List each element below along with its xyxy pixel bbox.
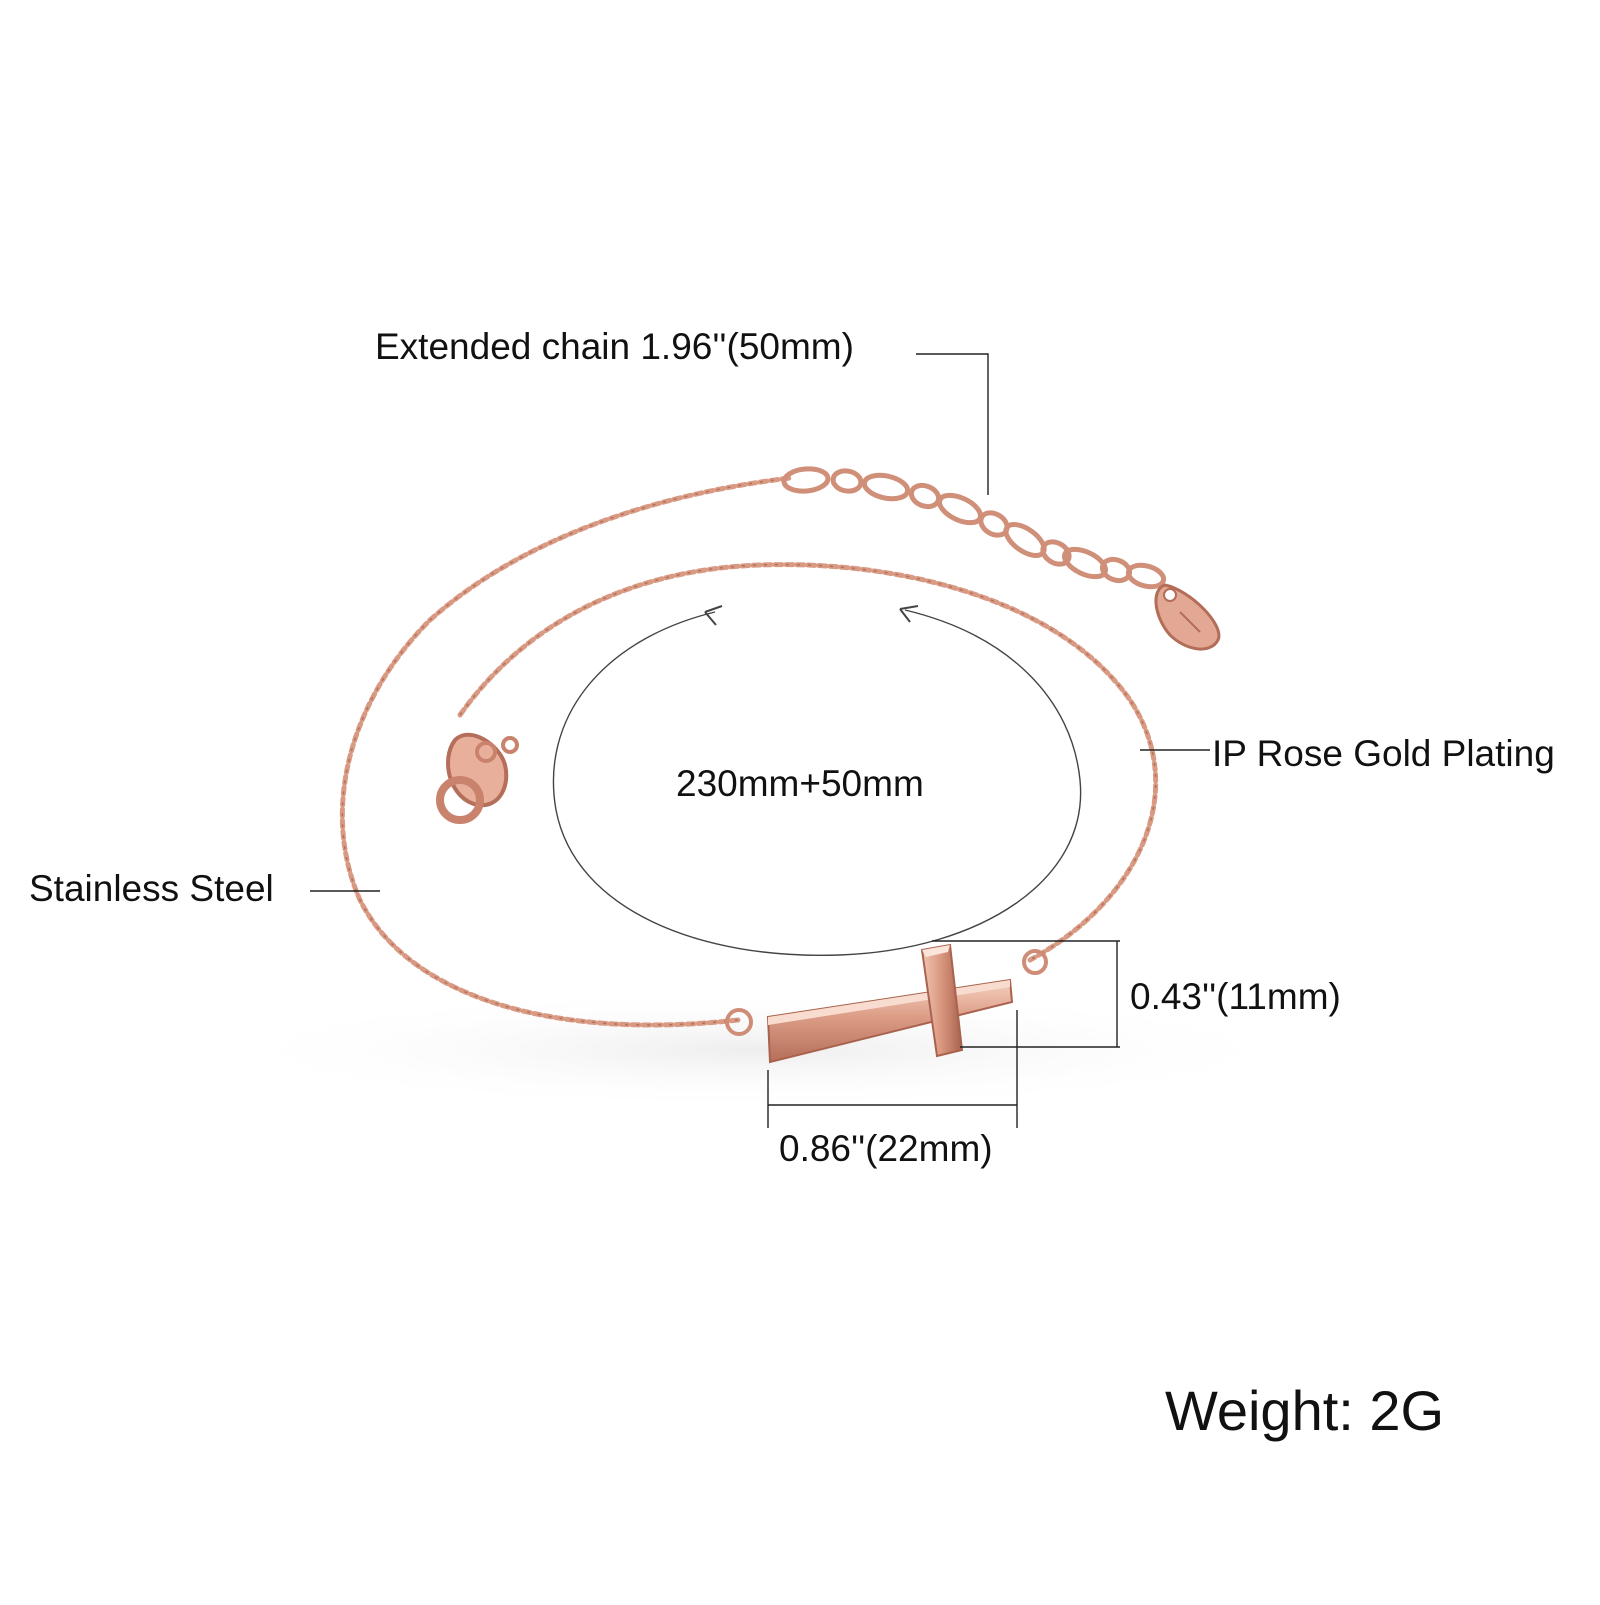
outer-chain — [339, 475, 793, 1028]
extender-chain — [781, 466, 1167, 590]
jump-ring-right — [1022, 949, 1048, 975]
outer-chain-shade — [341, 477, 791, 1026]
jump-ring-left — [725, 1008, 753, 1036]
weight-label: Weight: 2G — [1165, 1379, 1445, 1442]
material-label: Stainless Steel — [29, 868, 274, 909]
cross-pendant — [766, 943, 1014, 1064]
extender-tag — [1154, 583, 1221, 651]
extended-chain-label: Extended chain 1.96''(50mm) — [375, 326, 854, 367]
annotation-lines — [310, 353, 1210, 1128]
length-label: 230mm+50mm — [676, 763, 924, 804]
height-dimension-label: 0.43''(11mm) — [1130, 976, 1341, 1017]
lobster-clasp — [436, 732, 519, 824]
inner-chain-shade — [459, 563, 1157, 961]
ground-shadow — [200, 990, 1320, 1110]
width-dimension-label: 0.86''(22mm) — [779, 1128, 993, 1169]
plating-label: IP Rose Gold Plating — [1212, 733, 1555, 774]
size-circle-annotation — [552, 605, 1082, 957]
